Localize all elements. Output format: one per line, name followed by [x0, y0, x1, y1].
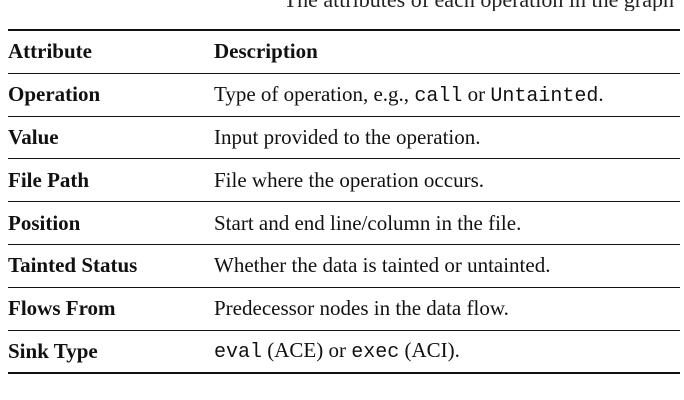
attribute-cell: Operation: [8, 82, 101, 107]
table-row: File Path File where the operation occurs…: [8, 159, 680, 202]
table-header-row: Attribute Description: [8, 30, 680, 74]
description-cell: Input provided to the operation.: [214, 116, 680, 159]
code-term: call: [414, 84, 463, 108]
description-text: File where the operation occurs.: [214, 167, 484, 192]
table-row: Operation Type of operation, e.g., call o…: [8, 73, 680, 117]
table-row: Position Start and end line/column in the…: [8, 202, 680, 245]
header-attribute: Attribute: [8, 39, 92, 64]
description-text: Start and end line/column in the file.: [214, 210, 522, 235]
header-description: Description: [214, 39, 318, 64]
description-cell: eval (ACE) or exec (ACI).: [214, 330, 680, 373]
table-body: Operation Type of operation, e.g., call o…: [8, 73, 680, 374]
code-term: eval: [214, 341, 263, 365]
attribute-cell: Tainted Status: [8, 253, 138, 278]
description-text: .: [598, 81, 604, 106]
description-text: Whether the data is tainted or untainted…: [214, 253, 551, 278]
description-text: Input provided to the operation.: [214, 124, 481, 149]
description-text: Predecessor nodes in the data flow.: [214, 296, 509, 321]
description-cell: Whether the data is tainted or untainted…: [214, 244, 680, 287]
table-row: Tainted Status Whether the data is tainte…: [8, 244, 680, 288]
attribute-cell: Value: [8, 124, 59, 149]
description-text: (ACI).: [399, 338, 460, 363]
description-cell: Type of operation, e.g., call or Untaint…: [214, 73, 680, 116]
table-caption: The attributes of each operation in the …: [0, 0, 684, 11]
attribute-table-container: Attribute Description Operation Type of o…: [8, 29, 680, 374]
description-text: Type of operation, e.g.,: [214, 81, 415, 106]
caption-text: The attributes of each operation in the …: [284, 0, 684, 11]
description-cell: Start and end line/column in the file.: [214, 202, 680, 245]
description-text: (ACE) or: [262, 338, 352, 363]
attribute-cell: Flows From: [8, 296, 116, 321]
attribute-table: Attribute Description Operation Type of o…: [8, 29, 680, 374]
attribute-cell: File Path: [8, 167, 90, 192]
code-term: Untainted: [490, 84, 599, 108]
table-row: Sink Type eval (ACE) or exec (ACI).: [8, 330, 680, 374]
description-cell: Predecessor nodes in the data flow.: [214, 287, 680, 330]
description-cell: File where the operation occurs.: [214, 159, 680, 202]
code-term: exec: [351, 341, 400, 365]
description-text: or: [462, 81, 491, 106]
table-row: Flows From Predecessor nodes in the data …: [8, 287, 680, 331]
attribute-cell: Sink Type: [8, 338, 98, 363]
attribute-cell: Position: [8, 210, 81, 235]
table-row: Value Input provided to the operation.: [8, 116, 680, 159]
